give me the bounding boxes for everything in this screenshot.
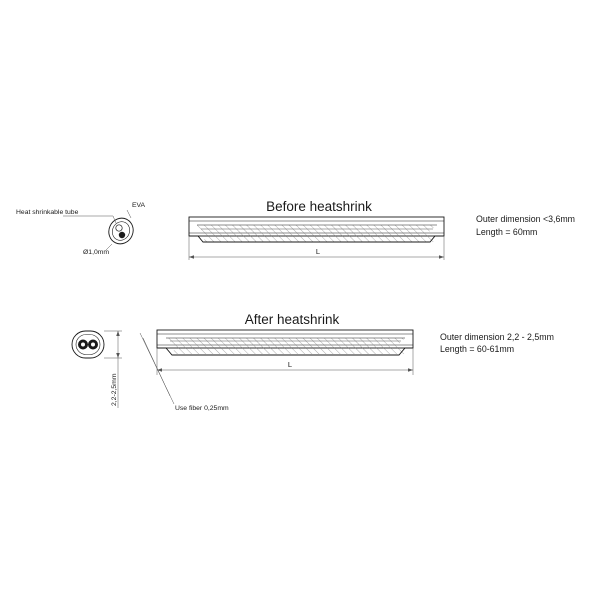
- before-tube-drawing: [188, 216, 445, 260]
- eva-label: EVA: [132, 202, 146, 209]
- after-height-label: 2,2-2,5mm: [111, 373, 118, 406]
- before-cross-section: Heat shrinkable tube EVA Ø1,0mm: [16, 202, 146, 256]
- after-spec-length: Length = 60-61mm: [440, 344, 514, 354]
- fiber-circle-bottom: [118, 231, 126, 239]
- after-length-label: L: [288, 360, 292, 369]
- before-spec-outer-dimension: Outer dimension <3,6mm: [476, 214, 575, 224]
- diameter-label: Ø1,0mm: [83, 249, 109, 256]
- before-length-label: L: [316, 247, 320, 256]
- before-heatshrink-group: Before heatshrink L Outer dimension <3,6…: [188, 199, 575, 260]
- use-fiber-label: Use fiber 0,25mm: [175, 405, 229, 412]
- fiber-circle-top: [115, 224, 123, 232]
- heat-shrinkable-tube-label: Heat shrinkable tube: [16, 209, 79, 216]
- after-heatshrink-group: After heatshrink L Outer dimension 2,2 -…: [156, 312, 554, 375]
- after-tube-drawing: [156, 329, 414, 375]
- cross-section-outer-ring: [108, 217, 134, 245]
- after-rod-outline: [157, 347, 413, 356]
- before-eva-fill: [197, 225, 437, 242]
- after-title: After heatshrink: [245, 312, 340, 327]
- after-cross-section-outline: [71, 330, 105, 359]
- after-eva-fill: [166, 338, 406, 354]
- before-spec-length: Length = 60mm: [476, 227, 537, 237]
- before-title: Before heatshrink: [266, 199, 372, 214]
- after-spec-outer-dimension: Outer dimension 2,2 - 2,5mm: [440, 332, 554, 342]
- after-cross-section: [71, 330, 175, 408]
- before-rod-outline: [189, 235, 444, 243]
